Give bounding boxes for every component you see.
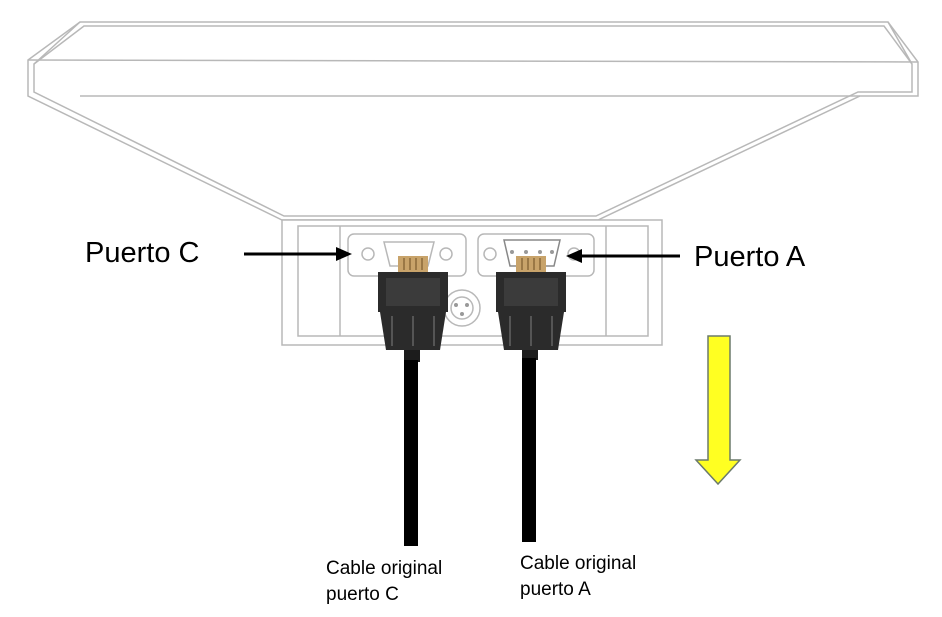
connector-port-c: [378, 256, 448, 362]
cable-c-caption-line1: Cable original: [326, 558, 443, 579]
cable-c-caption-line2: puerto C: [326, 583, 399, 605]
cable-port-a: [522, 358, 536, 542]
cable-a-caption: Cable original puerto A: [520, 551, 636, 602]
arrow-left-icon: [566, 249, 680, 263]
cable-a-caption-line2: puerto A: [520, 578, 591, 600]
down-arrow-icon: [694, 335, 742, 486]
port-c-label: Puerto C: [85, 237, 200, 269]
connector-port-a: [496, 256, 566, 360]
port-a-label: Puerto A: [694, 241, 806, 273]
device-housing: [27, 21, 919, 346]
arrow-left-icon: [244, 247, 352, 261]
cable-port-c: [404, 360, 418, 546]
cable-a-caption-line1: Cable original: [520, 553, 637, 574]
cable-c-caption: Cable original puerto C: [326, 556, 442, 607]
